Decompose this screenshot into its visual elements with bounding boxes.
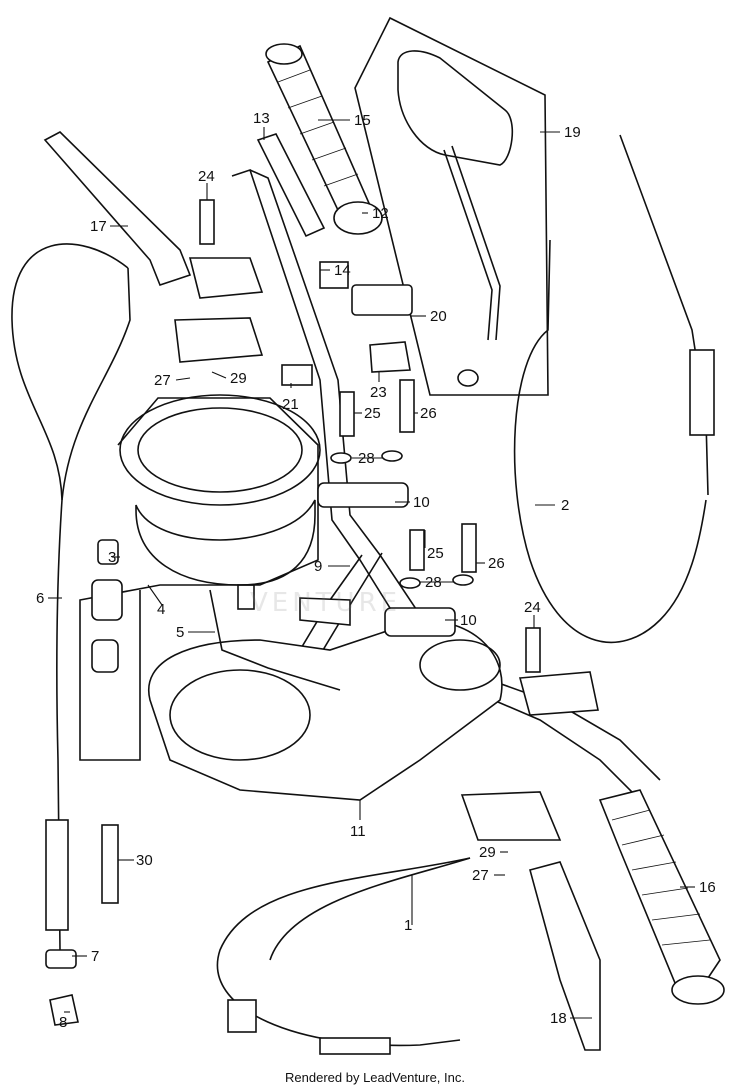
callout-1: 1 [404,917,412,934]
callout-24-lower: 24 [524,599,541,616]
callout-23: 23 [370,384,387,401]
callout-14: 14 [334,262,351,279]
callout-13: 13 [253,110,270,127]
callout-20: 20 [430,308,447,325]
handlebar-tube [231,168,661,801]
levers [43,131,601,1051]
throttle-cable [216,857,471,1055]
callout-7: 7 [91,948,99,965]
callout-28-upper: 28 [358,450,375,467]
callout-3: 3 [108,549,116,566]
left-grip [265,43,383,235]
callout-25-lower: 25 [427,545,444,562]
small-hardware [45,199,599,1026]
headlight-case [147,619,503,801]
leader-lines [48,119,695,1019]
callout-11: 11 [350,823,366,840]
callout-19: 19 [564,124,581,141]
callout-28-lower: 28 [425,574,442,591]
right-grip [598,789,725,1005]
callout-24-upper: 24 [198,168,215,185]
callout-29-upper: 29 [230,370,247,387]
callout-6: 6 [36,590,44,607]
callout-27-lower: 27 [472,867,489,884]
callout-17: 17 [90,218,107,235]
callout-10-upper: 10 [413,494,430,511]
callout-9: 9 [314,558,322,575]
callout-8: 8 [59,1014,67,1031]
callout-12: 12 [372,205,389,222]
speedometer-unit [119,394,321,610]
callout-27-upper: 27 [154,372,171,389]
callout-10-lower: 10 [460,612,477,629]
callout-25-upper: 25 [364,405,381,422]
callout-18: 18 [550,1010,567,1027]
handlebar-clamps [299,482,456,637]
callout-30: 30 [136,852,153,869]
front-brake-cable [513,134,715,644]
clutch-cable [11,243,131,951]
rear-mirror [354,16,549,396]
callout-21: 21 [282,396,299,413]
footer-credit: Rendered by LeadVenture, Inc. [285,1070,465,1085]
callout-15: 15 [354,112,371,129]
callout-16: 16 [699,879,716,896]
callout-26-upper: 26 [420,405,437,422]
callout-2: 2 [561,497,569,514]
throttle-tube [256,133,326,238]
callout-labels: 1 2 3 4 5 6 7 8 9 10 10 11 12 13 14 15 1… [36,110,716,1031]
callout-26-lower: 26 [488,555,505,572]
callout-5: 5 [176,624,184,641]
callout-4: 4 [157,601,165,618]
callout-29-lower: 29 [479,844,496,861]
